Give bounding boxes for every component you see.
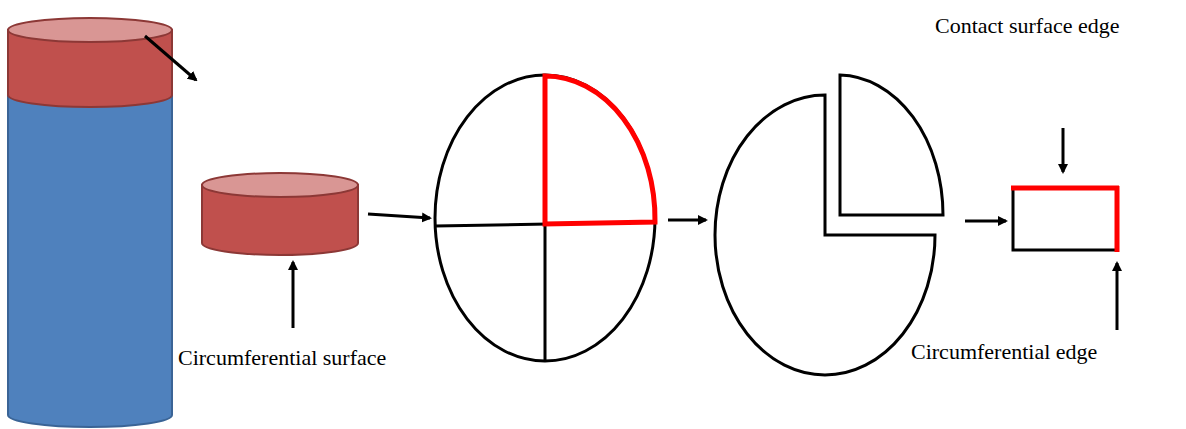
quartered-section bbox=[435, 75, 655, 361]
surface-label: Circumferential surface bbox=[178, 346, 386, 370]
edge-label: Circumferential edge bbox=[911, 340, 1097, 364]
disk-slice bbox=[202, 173, 358, 255]
cross-section-rectangle bbox=[1011, 186, 1119, 252]
cylinder bbox=[8, 18, 172, 427]
edge-label: Contact surface edge bbox=[935, 14, 1119, 38]
removed-quadrant bbox=[715, 75, 943, 375]
